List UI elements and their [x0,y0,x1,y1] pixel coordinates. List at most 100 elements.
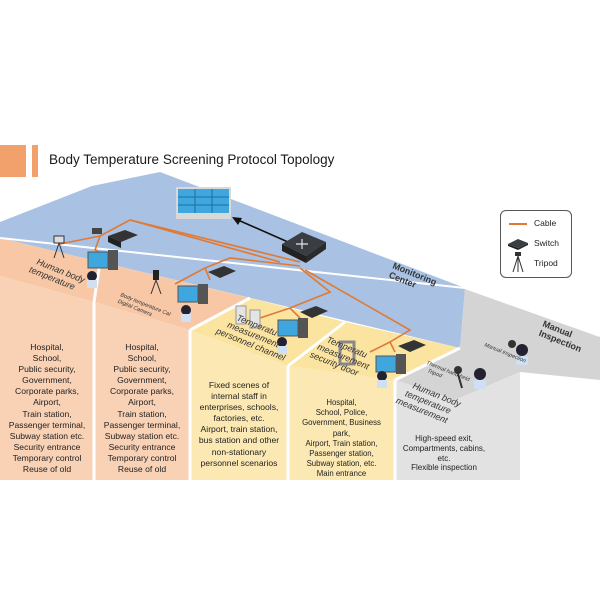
column-line: Security entrance [13,441,81,452]
column-line: Airport, train station, [200,424,278,435]
column-line: enterprises, schools, [199,402,279,413]
zone-security-side [288,366,395,480]
zone-human-body-side [0,276,94,480]
switch-icon [92,228,102,234]
column-line: School, Police, [315,408,368,418]
column-line: Flexible inspection [411,463,477,473]
core-switch-icon [282,232,326,263]
cable [259,307,301,319]
column-line: Passenger station, [309,449,374,459]
tripod-camera-icon [150,270,162,295]
security-door-icon [338,340,356,366]
column-line: etc. [437,453,451,463]
operator-icon [87,271,97,288]
video-wall-icon [176,187,231,219]
column-line: Subway station etc. [104,430,180,441]
column-line: Airport, [33,397,61,408]
handheld-thermometer-icon [454,366,463,389]
monitor-icon [375,354,406,374]
column-line: Airport, Train station, [305,438,378,448]
cable [289,267,332,309]
column-line: factories, etc. [213,413,265,424]
monitor-icon [87,250,118,270]
column-line: park, [332,428,351,438]
zone-handheld-side [395,372,520,480]
operator-icon [181,305,191,322]
page-title: Body Temperature Screening Protocol Topo… [49,152,335,167]
operator-icon [277,337,287,354]
nvr-icon [108,230,138,248]
operator-icon [516,344,528,365]
zone-human-body-floor [0,238,100,302]
column-line: Hospital, [326,398,357,407]
column-text-security-door: Hospital,School, Police,Government, Busi… [290,398,393,480]
divider [394,346,461,382]
cable [204,257,301,269]
column-line: School, [127,353,157,364]
monitor-icon [277,318,308,338]
column-line: Train station, [117,408,167,419]
column-line: Reuse of old [117,464,167,475]
column-line: Public security, [113,364,171,375]
column-line: Corporate parks, [109,386,174,397]
column-text-human-body: Hospital,School,Public security,Governme… [2,342,92,475]
column-text-camera: Hospital,School,Public security,Governme… [96,342,188,475]
monitor-icon [177,284,208,304]
column-line: Public security, [18,364,76,375]
column-line: Temporary control [12,452,82,463]
column-line: Subway station etc. [9,430,85,441]
column-line: Government, [117,375,167,386]
column-line: bus station and other [198,435,280,446]
column-line: High-speed exit, [415,434,473,443]
operator-icon [474,368,486,389]
monitoring-center-floor [0,172,465,348]
nvr-icon [208,266,236,278]
column-line: Security entrance [108,441,176,452]
column-text-handheld: High-speed exit,Compartments, cabins,etc… [396,434,492,473]
column-line: Temporary control [107,452,177,463]
zone-personnel-side [190,330,288,480]
column-line: Hospital, [125,342,159,352]
nvr-icon [398,340,426,352]
nvr-icon [300,306,328,318]
column-line: Hospital, [30,342,64,352]
zone-security-door-floor [288,322,460,380]
column-line: Compartments, cabins, [402,443,486,453]
divider [287,320,346,368]
title-accent-bar [32,145,38,177]
legend: Cable Switch Tripod [500,210,572,278]
column-line: Corporate parks, [14,386,79,397]
tripod-icon [512,252,524,273]
handheld-thermometer-icon [508,340,516,348]
divider [189,296,251,332]
operator-icon [377,371,387,388]
legend-item-cable: Cable [501,215,571,233]
manual-inspection-floor [395,288,600,400]
column-line: Passenger terminal, [8,419,86,430]
title-accent-block [0,145,26,177]
column-line: Government, Business [302,418,381,428]
column-line: personnel scenarios [200,457,278,468]
tripod-camera-icon [53,235,65,259]
column-line: Subway station, etc. [306,459,377,469]
column-line: Government, [22,375,72,386]
cable [369,340,396,353]
uplink-arrow [237,219,289,243]
arrow-head-icon [232,217,242,225]
cable-line-icon [509,223,527,225]
column-line: School, [32,353,62,364]
divider [0,237,466,289]
zone-camera-side [94,302,190,480]
legend-item-tripod: Tripod [501,252,571,273]
column-line: Main entrance [316,469,367,479]
cable [304,269,412,343]
column-line: internal staff in [211,391,267,402]
column-line: Reuse of old [22,464,72,475]
column-line: non-stationary [211,446,267,457]
divider [464,287,600,337]
cable [129,219,281,263]
zone-camera-floor [94,262,250,330]
column-line: Airport, [128,397,156,408]
